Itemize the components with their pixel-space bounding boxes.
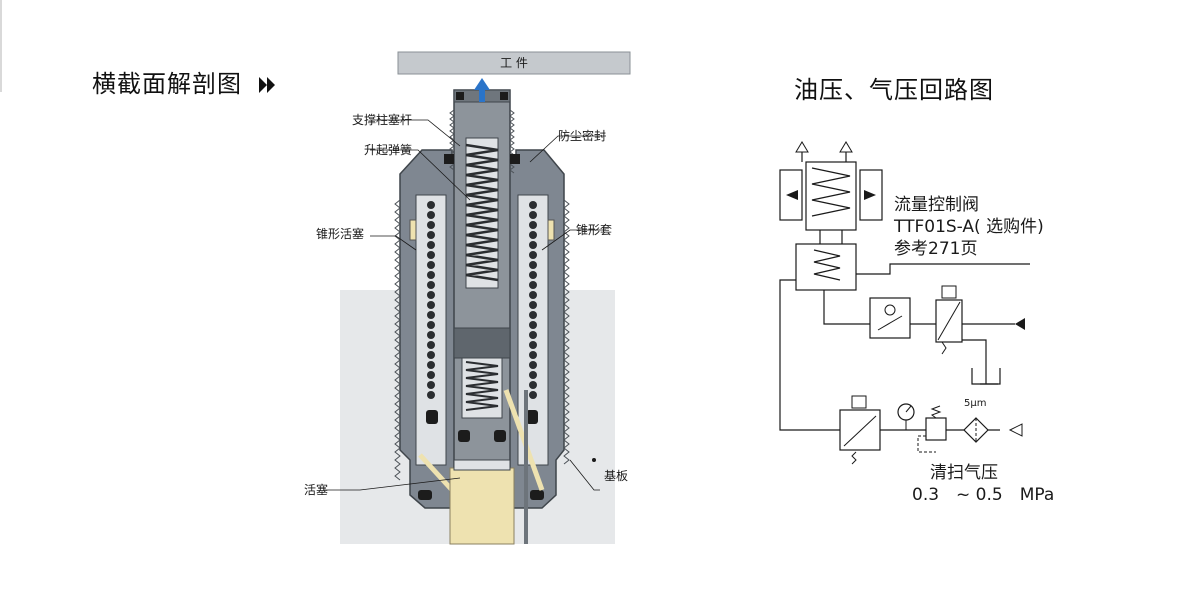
body-threads	[394, 199, 570, 481]
label-support-rod: 支撑柱塞杆	[352, 112, 412, 127]
piston-head	[453, 327, 511, 359]
left-pad	[779, 169, 803, 221]
seal-block-1	[426, 410, 438, 424]
flow-valve-name: 流量控制阀	[894, 195, 979, 215]
check-valve-icon	[884, 304, 896, 316]
tank-icon	[971, 368, 1001, 385]
cone-piston-strip-right	[547, 219, 555, 241]
top-seal-right	[500, 92, 508, 100]
top-seal-left	[456, 92, 464, 100]
regulator-icon	[925, 417, 947, 441]
vent-arrow-right-icon	[839, 141, 853, 153]
purge-pressure: 0.3 ~ 0.5 MPa	[912, 485, 1054, 505]
pad-arrow-right-icon	[864, 190, 876, 200]
cylinder-body	[805, 161, 857, 231]
leader-lines	[324, 119, 606, 491]
flow-valve-model: TTF01S-A( 选购件)	[893, 217, 1044, 237]
cylinder-lower-spring	[813, 249, 841, 281]
workpiece	[397, 51, 631, 75]
valve-arrow-lower-icon	[843, 415, 877, 447]
cross-section-title: 横截面解剖图	[92, 64, 279, 99]
right-pad	[859, 169, 883, 221]
label-base-plate: 基板	[604, 469, 628, 483]
air-source-icon	[1008, 423, 1023, 437]
pressure-source-icon	[1015, 318, 1025, 330]
solenoid-coil-upper-icon	[941, 285, 957, 299]
seal-block-2	[526, 410, 538, 424]
vent-arrow-left-icon	[795, 141, 809, 153]
page-edge-mark	[0, 0, 2, 92]
circuit-diagram: 5μm 流量控制阀 TTF01S-A( 选购件) 参考271页 清扫气压 0.3…	[779, 141, 1054, 505]
label-piston: 活塞	[304, 482, 328, 497]
up-arrow-icon	[474, 78, 490, 102]
circuit-title-text: 油压、气压回路图	[794, 76, 994, 104]
dust-seal-right	[510, 154, 520, 164]
seal-block-4	[494, 430, 506, 442]
dust-seal-left	[444, 154, 454, 164]
seal-block-6	[530, 490, 544, 500]
pad-arrow-left-icon	[786, 190, 798, 200]
seal-block-5	[418, 490, 432, 500]
lift-spring	[465, 143, 499, 282]
circuit-title: 油压、气压回路图	[794, 70, 994, 105]
ball-columns	[427, 201, 537, 399]
label-cone-sleeve: 锥形套	[576, 223, 612, 237]
double-arrow-right-icon	[258, 77, 275, 93]
valve-arrow-upper-icon	[937, 301, 961, 341]
cylinder-spring	[811, 167, 851, 217]
passage-left	[418, 453, 454, 492]
piston	[449, 467, 515, 545]
flow-control-valve	[869, 297, 911, 339]
cross-section-diagram: 工 件	[304, 51, 631, 545]
solenoid-coil-lower-icon	[851, 395, 867, 409]
label-cone-piston: 锥形活塞	[316, 226, 364, 241]
throttle-arrow-icon	[877, 315, 903, 331]
seal-block-3	[458, 430, 470, 442]
cross-section-title-text: 横截面解剖图	[92, 70, 242, 98]
lower-spring	[465, 361, 499, 411]
workpiece-label: 工 件	[500, 56, 528, 70]
label-dust-seal: 防尘密封	[558, 128, 606, 143]
label-lift-spring: 升起弹簧	[364, 142, 412, 157]
cylinder-lower	[795, 243, 857, 291]
cone-piston-strip-left	[409, 219, 417, 241]
filter-spec: 5μm	[964, 398, 986, 409]
flow-valve-ref: 参考271页	[894, 239, 977, 259]
piston-top	[453, 459, 511, 471]
base-plate-dot	[592, 458, 596, 462]
purge-label: 清扫气压	[930, 463, 998, 483]
